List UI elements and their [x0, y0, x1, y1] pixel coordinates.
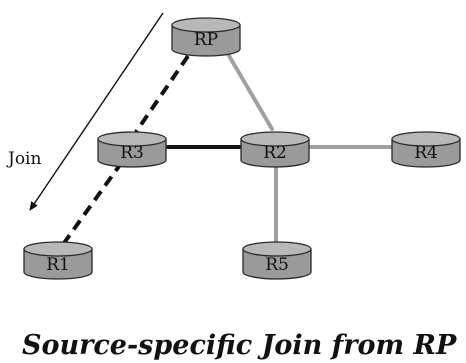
join-path-r3-r1	[62, 160, 124, 245]
join-path-rp-r3	[134, 54, 190, 134]
router-label-r5: R5	[265, 255, 289, 275]
router-rp: RP	[171, 17, 241, 57]
router-label-r2: R2	[263, 143, 287, 163]
router-label-r3: R3	[120, 143, 144, 163]
router-r3: R3	[97, 131, 167, 168]
link-rp-r2	[226, 52, 274, 131]
router-r4: R4	[391, 131, 461, 168]
router-label-r4: R4	[414, 143, 438, 163]
router-r1: R1	[23, 241, 93, 280]
router-r2: R2	[240, 131, 310, 168]
router-label-r1: R1	[46, 255, 70, 275]
router-label-rp: RP	[194, 30, 218, 50]
router-r5: R5	[242, 241, 312, 280]
join-label: Join	[6, 149, 41, 169]
diagram-caption: Source-specific Join from RP	[22, 330, 457, 361]
join-arrow	[29, 12, 164, 211]
